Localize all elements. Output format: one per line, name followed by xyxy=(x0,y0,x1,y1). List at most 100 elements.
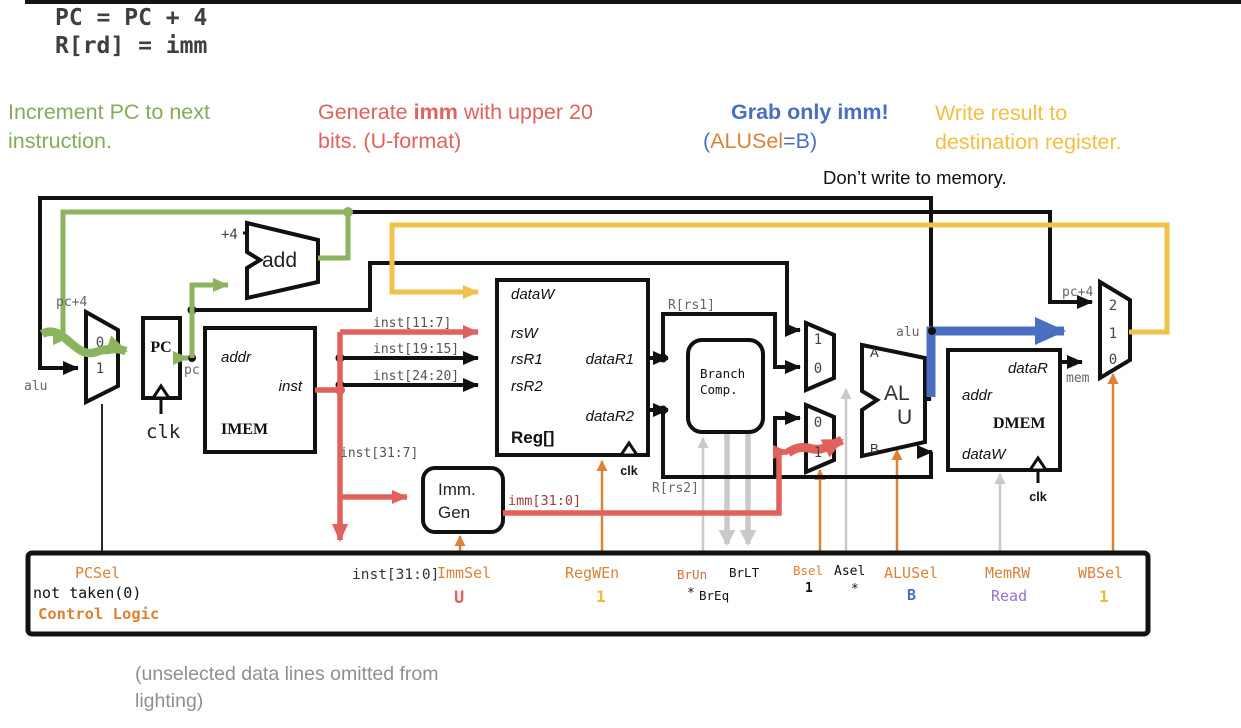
note-red-line2: bits. (U-format) xyxy=(318,129,462,153)
note-yellow-line1: Write result to xyxy=(935,101,1068,125)
green-path xyxy=(39,209,351,365)
add-unit xyxy=(245,220,320,301)
note-grab-imm: Grab only imm! xyxy=(731,98,889,127)
label-dmem-datar: dataR xyxy=(1008,360,1048,377)
pseudocode-line-2: R[rd] = imm xyxy=(55,33,208,59)
label-r-rs1: R[rs1] xyxy=(668,298,715,313)
note-alusel: (ALUSel=B) xyxy=(703,127,817,156)
label-reg-datar2: dataR2 xyxy=(586,408,635,425)
note-red-post: with upper 20 xyxy=(457,100,593,124)
wbmux-2: 2 xyxy=(1109,298,1117,314)
label-inst31-7: inst[31:7] xyxy=(340,446,418,461)
ctrl-wbsel: WBSel xyxy=(1078,564,1123,582)
ctrl-breq: BrEq xyxy=(699,588,729,603)
label-pc-lower: pc xyxy=(184,363,200,378)
label-inst11-7: inst[11:7] xyxy=(373,316,451,331)
note-increment-pc: Increment PC to next instruction. xyxy=(8,98,210,156)
note-blue-sel: ALUSel xyxy=(710,129,784,153)
note-blue-open: ( xyxy=(703,129,711,153)
red-path xyxy=(315,325,845,542)
note-blue-line1: Grab only imm! xyxy=(731,100,889,124)
junction-pc4-green xyxy=(343,207,353,217)
caption-line2: lighting) xyxy=(135,690,204,712)
label-imem-addr: addr xyxy=(221,349,252,366)
asel-mux xyxy=(804,319,836,394)
label-alu-left: alu xyxy=(24,379,47,394)
label-reg-rsr1: rsR1 xyxy=(511,351,543,368)
label-pc-clk: clk xyxy=(146,421,181,443)
label-alu-a: A xyxy=(870,345,879,360)
wire-alu-feedback xyxy=(38,196,933,375)
wire-pc4-to-wbmux xyxy=(348,210,1093,309)
ctrl-wbsel-value: 1 xyxy=(1099,587,1109,606)
pcsel-mux xyxy=(84,308,120,406)
label-imem: IMEM xyxy=(221,421,268,438)
ctrl-regwen: RegWEn xyxy=(565,564,619,582)
amux-1: 1 xyxy=(814,332,822,348)
wbmux-1: 1 xyxy=(1109,326,1117,342)
branch-comp-block xyxy=(686,338,765,434)
red-swoosh xyxy=(785,435,845,458)
caption: (unselected data lines omitted from ligh… xyxy=(135,661,439,715)
ctrl-regwen-value: 1 xyxy=(596,587,606,606)
immgen-block xyxy=(421,466,505,534)
label-dmem-dataw: dataW xyxy=(962,446,1007,463)
wbmux-0: 0 xyxy=(1109,352,1117,368)
blocks xyxy=(25,220,1151,637)
label-immgen-1: Imm. xyxy=(438,480,476,499)
label-reg-rsr2: rsR2 xyxy=(511,378,543,395)
bmux-0: 0 xyxy=(814,415,822,431)
label-reg-dataw: dataW xyxy=(511,286,556,303)
label-reg-datar1: dataR1 xyxy=(586,351,634,368)
ctrl-bsel-value: 1 xyxy=(805,581,813,596)
yellow-path xyxy=(389,222,1170,335)
label-regfile: Reg[] xyxy=(511,428,554,447)
ctrl-alusel-value: B xyxy=(907,586,916,604)
pseudocode-block: PC = PC + 4 R[rd] = imm xyxy=(55,4,207,60)
note-yellow-line2: destination register. xyxy=(935,130,1122,154)
pcsel-mux-0: 0 xyxy=(96,335,104,351)
ctrl-immsel-value: U xyxy=(454,588,464,608)
label-pc4-right: pc+4 xyxy=(1062,285,1093,300)
label-dmem-addr: addr xyxy=(962,387,993,404)
ctrl-alusel: ALUSel xyxy=(884,564,938,582)
ctrl-asel-value: * xyxy=(851,582,859,597)
amux-0: 0 xyxy=(814,361,822,377)
ctrl-memrw: MemRW xyxy=(985,564,1031,582)
bmux-1: 1 xyxy=(814,445,822,461)
label-add: add xyxy=(262,249,297,272)
label-reg-clk: clk xyxy=(620,464,637,478)
label-imm31-0: imm[31:0] xyxy=(508,493,581,509)
label-inst19-15: inst[19:15] xyxy=(373,342,459,357)
label-imem-inst: inst xyxy=(279,378,303,395)
junction-inst xyxy=(335,385,345,395)
wire-wb-to-dataw xyxy=(389,222,1170,335)
wire-pc-to-amux xyxy=(192,261,801,337)
label-alu-out: alu xyxy=(896,325,919,340)
control-logic-box xyxy=(25,550,1151,637)
imem-block xyxy=(203,326,317,454)
pseudocode-line-1: PC = PC + 4 xyxy=(55,5,208,31)
green-swoosh xyxy=(39,327,128,358)
junction-rs2 xyxy=(658,405,668,415)
label-immgen-2: Gen xyxy=(438,503,470,522)
wb-mux xyxy=(1098,278,1132,382)
label-branch-2: Comp. xyxy=(700,382,738,397)
label-reg-rsw: rsW xyxy=(511,325,539,342)
note-red-imm: imm xyxy=(413,100,458,124)
junction-rs1 xyxy=(658,353,668,363)
regfile-block xyxy=(495,278,650,457)
note-dont-write-memory: Don’t write to memory. xyxy=(823,167,1007,188)
note-red-pre: Generate xyxy=(318,100,414,124)
caption-line1: (unselected data lines omitted from xyxy=(135,663,439,685)
ctrl-pcsel-value: not taken(0) xyxy=(33,584,141,602)
label-alu-1: AL xyxy=(884,382,910,405)
diagram-labels: pc+4 alu +4 add PC pc clk addr inst IMEM… xyxy=(24,227,1117,522)
ctrl-brlt: BrLT xyxy=(729,565,760,580)
note-blue-close: =B) xyxy=(783,129,818,153)
dmem-block xyxy=(946,348,1062,472)
pcsel-mux-labels: 0 1 xyxy=(96,335,104,377)
ctrl-inst31-0: inst[31:0] xyxy=(352,567,439,583)
alu-unit xyxy=(860,342,927,459)
label-branch-1: Branch xyxy=(700,366,745,381)
